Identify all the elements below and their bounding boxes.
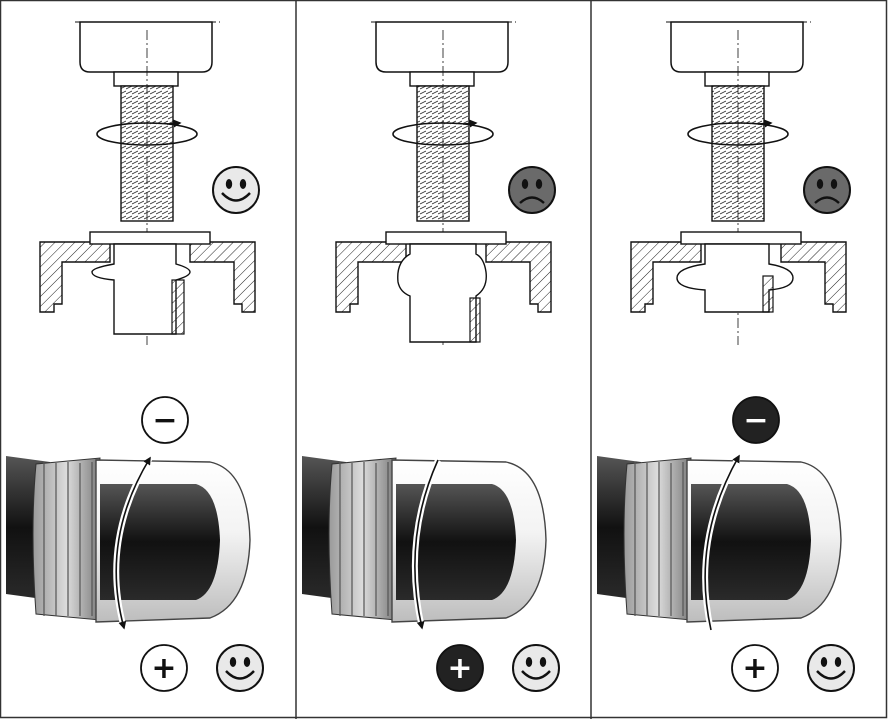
bolt — [371, 21, 516, 345]
panel-middle: + — [302, 21, 560, 692]
plus-adjust-icon: + — [436, 644, 484, 692]
minus-adjust-icon: − — [141, 396, 189, 444]
svg-text:+: + — [447, 651, 472, 686]
bolt — [666, 21, 811, 345]
workpiece-section — [335, 231, 552, 343]
rotation-arrow — [411, 458, 441, 630]
smiley-sad-icon — [508, 166, 556, 214]
workpiece-section — [39, 231, 256, 335]
svg-text:−: − — [152, 403, 177, 438]
panels-layer: −++−+ — [6, 21, 855, 692]
svg-text:+: + — [151, 651, 176, 686]
tool-handle — [597, 454, 842, 631]
workpiece-section — [630, 231, 847, 313]
rotation-arrow — [113, 456, 153, 630]
plus-adjust-icon: + — [731, 644, 779, 692]
tool-handle — [302, 456, 547, 630]
svg-text:−: − — [743, 403, 768, 438]
rotation-arrow — [702, 454, 742, 631]
smiley-happy-icon-result — [512, 644, 560, 692]
smiley-happy-icon-result — [807, 644, 855, 692]
bolt — [75, 21, 220, 345]
minus-adjust-icon: − — [732, 396, 780, 444]
svg-text:+: + — [742, 651, 767, 686]
panel-right: −+ — [597, 21, 855, 692]
panel-left: −+ — [6, 21, 264, 692]
smiley-happy-icon-result — [216, 644, 264, 692]
plus-adjust-icon: + — [140, 644, 188, 692]
smiley-sad-icon — [803, 166, 851, 214]
smiley-happy-icon — [212, 166, 260, 214]
tool-handle — [6, 456, 251, 630]
